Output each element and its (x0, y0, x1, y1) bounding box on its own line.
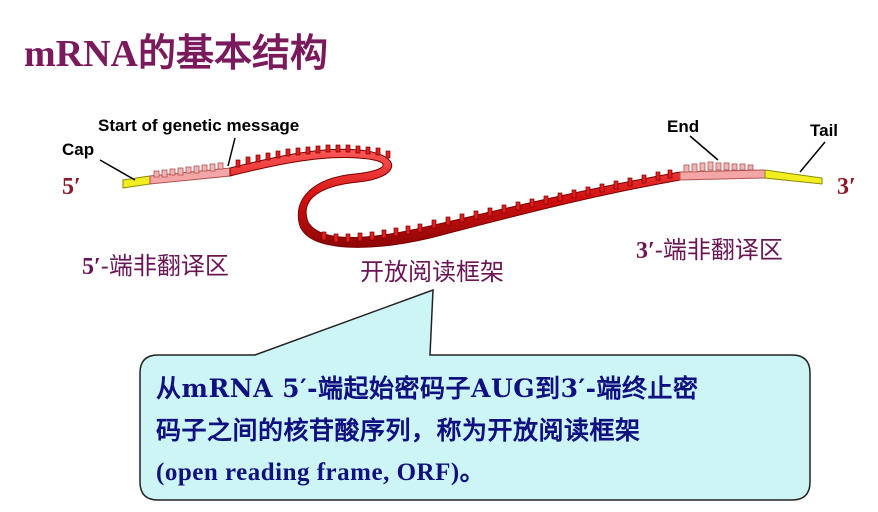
tail-label: Tail (810, 121, 838, 140)
start-leader-line (227, 137, 236, 167)
callout-line-1: 从mRNA 5′-端起始密码子AUG到3′-端终止密 (156, 374, 699, 403)
utr5-bumps (153, 162, 224, 178)
callout-line-2: 码子之间的核苷酸序列，称为开放阅读框架 (156, 416, 641, 445)
orf-codon-bumps (235, 144, 673, 243)
utr5-text: -端非翻译区 (100, 252, 229, 280)
polya-tail (764, 169, 823, 185)
cap-leader-line (99, 159, 136, 181)
utr5-prime: 5′ (82, 254, 101, 280)
start-label: Start of genetic message (98, 116, 299, 135)
utr5-label: 5′-端非翻译区 (82, 246, 229, 281)
utr3-prime: 3′ (636, 238, 655, 264)
page-title: mRNA的基本结构 (24, 33, 328, 75)
cap-label: Cap (62, 140, 94, 159)
callout-bubble (139, 288, 811, 501)
utr3-label: 3′-端非翻译区 (636, 230, 783, 265)
five-prime-end-label: 5′ (62, 174, 81, 200)
callout-text: 从mRNA 5′-端起始密码子AUG到3′-端终止密 码子之间的核苷酸序列，称为… (156, 368, 801, 494)
tail-leader-line (799, 141, 826, 173)
three-prime-end-label: 3′ (837, 174, 856, 200)
orf-label: 开放阅读框架 (360, 258, 504, 286)
cap-segment (122, 175, 151, 189)
utr3-bumps (683, 161, 754, 173)
end-leader-line (689, 135, 719, 161)
callout-line-3: (open reading frame, ORF)。 (156, 459, 486, 486)
utr3-text: -端非翻译区 (654, 236, 783, 264)
end-label: End (667, 117, 699, 136)
orf-ribbon (229, 148, 681, 248)
